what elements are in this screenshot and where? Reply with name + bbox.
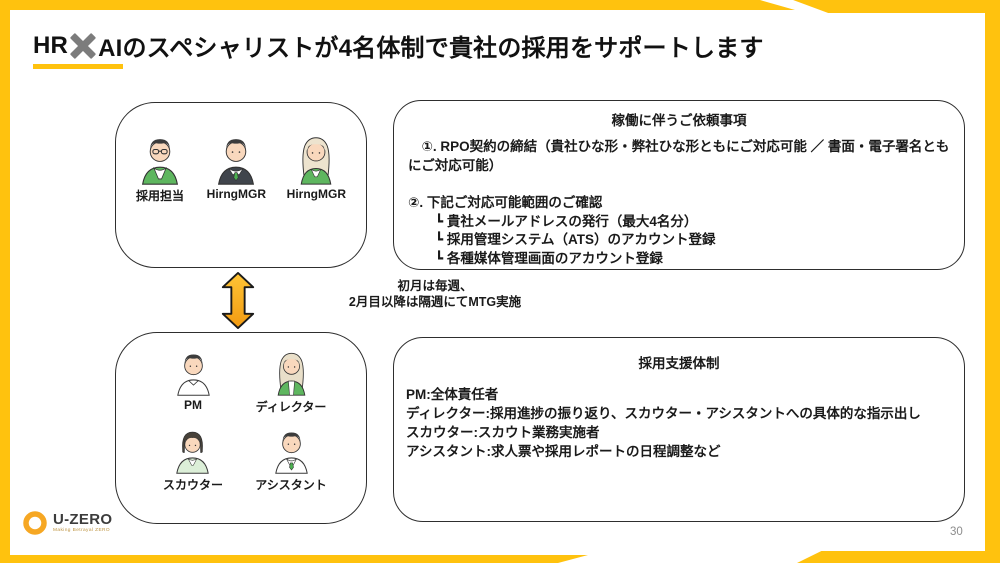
- member-assistant: アシスタント: [255, 427, 327, 493]
- member-label: HirngMGR: [286, 187, 346, 201]
- assistant-avatar-icon: [274, 432, 308, 474]
- hiring-manager-avatar-icon: [218, 139, 255, 185]
- u-zero-ring-icon: [23, 511, 47, 535]
- sync-arrow-icon: [221, 272, 255, 329]
- member-label: PM: [184, 398, 202, 412]
- member-recruiter: 採用担当: [134, 133, 186, 204]
- member-label: HirngMGR: [206, 187, 266, 201]
- member-director: ディレクター: [255, 349, 327, 415]
- title-hr-text: HR: [33, 31, 69, 59]
- support-members-grid: PM ディレクター: [116, 333, 366, 493]
- support-team-box: PM ディレクター: [115, 332, 367, 524]
- page-number: 30: [950, 526, 963, 538]
- frame-top-left-bar: [0, 0, 795, 10]
- frame-bottom-left-bar: [0, 555, 588, 563]
- member-pm: PM: [170, 349, 217, 415]
- logo-tagline: Making Betrayal ZERO: [53, 527, 111, 533]
- client-members-row: 採用担当 HirngMGR: [116, 103, 366, 204]
- frame-right-bar: [985, 0, 1000, 563]
- logo-name: U-ZERO: [53, 511, 113, 529]
- recruiter-avatar-icon: [141, 139, 179, 185]
- frame-bottom-right-bar: [797, 551, 1000, 563]
- hiring-manager-female-avatar-icon: [300, 137, 332, 185]
- support-box-body: PM:全体責任者 ディレクター:採用進捗の振り返り、スカウター・アシスタントへの…: [406, 387, 921, 459]
- title-underline: [33, 64, 123, 69]
- frame-top-right-bar: [793, 0, 1000, 13]
- title-main-text: AIのスペシャリストが4名体制で貴社の採用をサポートします: [98, 35, 764, 62]
- member-label: ディレクター: [255, 400, 327, 414]
- request-box: 稼働に伴うご依頼事項 ①. RPO契約の締結（貴社ひな形・弊社ひな形ともにご対応…: [393, 100, 965, 270]
- request-box-body: ①. RPO契約の締結（貴社ひな形・弊社ひな形ともにご対応可能 ／ 書面・電子署…: [408, 139, 950, 266]
- director-avatar-icon: [277, 352, 305, 396]
- member-label: スカウター: [162, 478, 223, 492]
- cross-icon: [70, 32, 96, 59]
- member-label: 採用担当: [135, 189, 184, 203]
- member-scouter: スカウター: [163, 427, 223, 493]
- support-box: 採用支援体制 PM:全体責任者 ディレクター:採用進捗の振り返り、スカウター・ア…: [393, 337, 965, 522]
- mtg-note: 初月は毎週、 2月目以降は隔週にてMTG実施: [348, 279, 522, 309]
- member-label: アシスタント: [255, 478, 327, 492]
- u-zero-logo-text: U-ZERO Making Betrayal ZERO: [53, 512, 112, 533]
- client-team-box: 採用担当 HirngMGR: [115, 102, 367, 268]
- request-box-title: 稼働に伴うご依頼事項: [611, 113, 747, 128]
- page-title: HR AIのスペシャリストが4名体制で貴社の採用をサポートします: [33, 28, 764, 63]
- member-hiring-mgr-1: HirngMGR: [207, 133, 266, 204]
- u-zero-logo: U-ZERO Making Betrayal ZERO: [22, 510, 112, 536]
- support-box-title: 採用支援体制: [638, 356, 720, 371]
- frame-left-bar: [0, 0, 10, 563]
- member-hiring-mgr-2: HirngMGR: [287, 133, 346, 204]
- pm-avatar-icon: [176, 354, 210, 396]
- scouter-avatar-icon: [176, 431, 210, 474]
